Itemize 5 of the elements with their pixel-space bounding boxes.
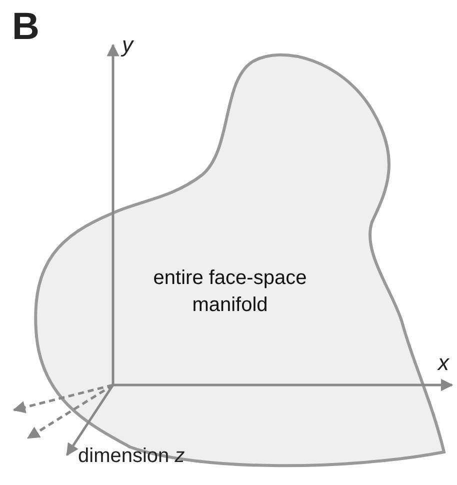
axis-label: x bbox=[438, 352, 449, 374]
panel-letter: B bbox=[12, 8, 40, 46]
manifold-label: entire face-space manifold bbox=[152, 266, 308, 318]
axis-label: dimension z bbox=[78, 446, 185, 466]
axis-label: y bbox=[122, 34, 133, 56]
